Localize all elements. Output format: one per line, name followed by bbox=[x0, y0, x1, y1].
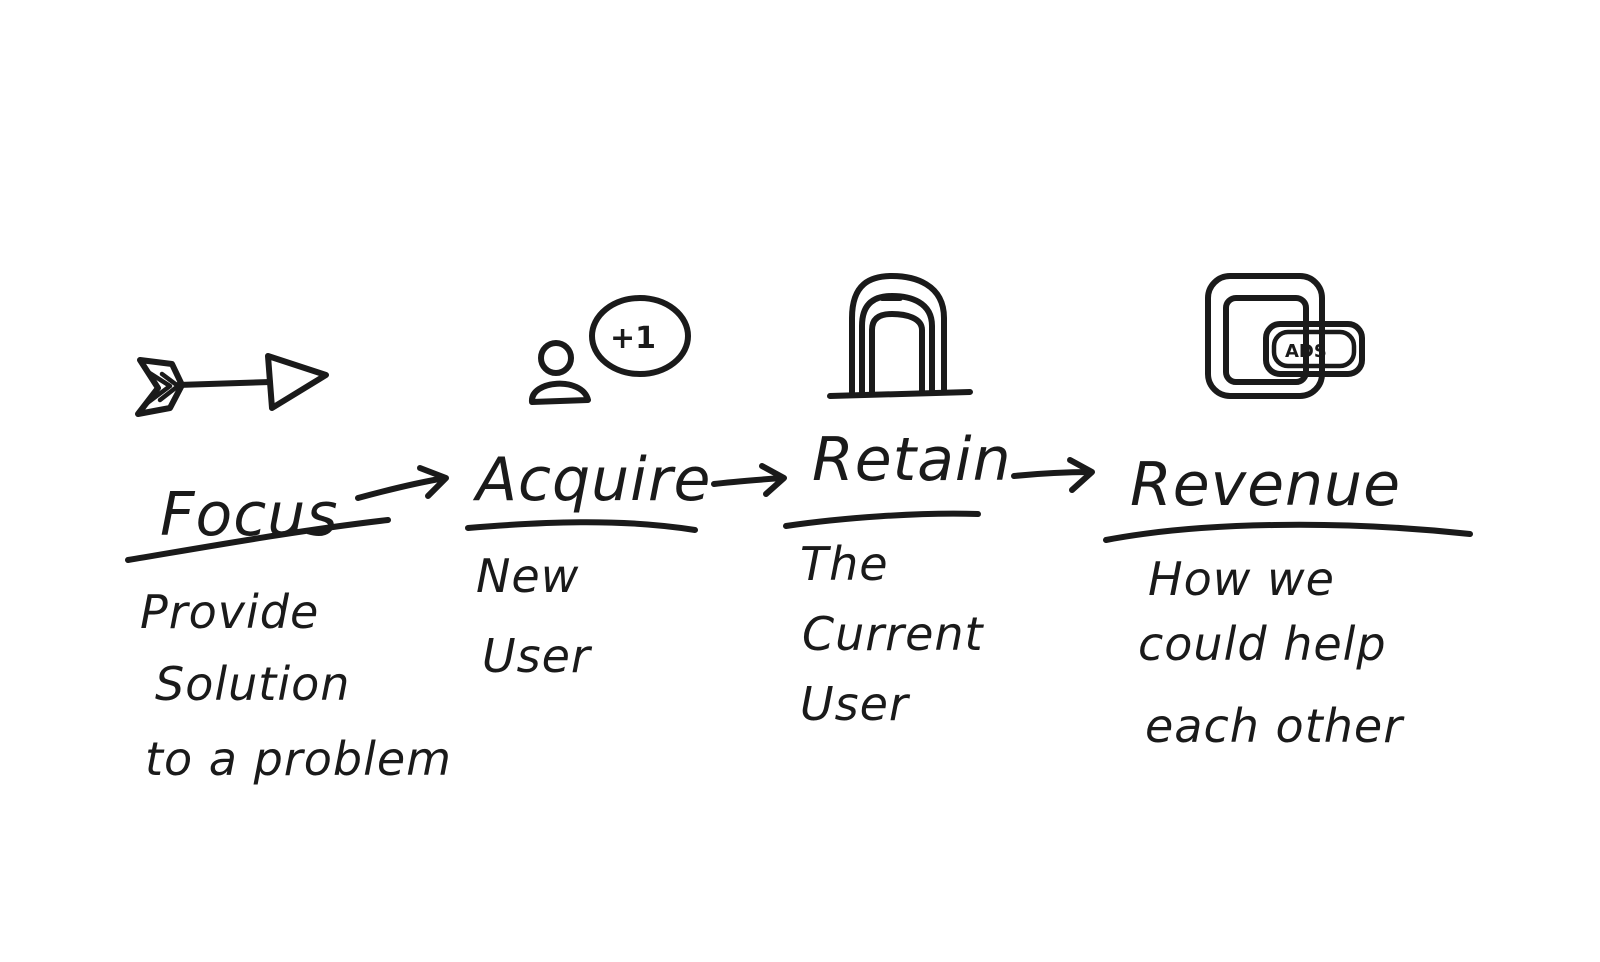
stage-description-line: each other bbox=[1145, 699, 1405, 753]
flow-arrow-icon bbox=[1011, 457, 1095, 493]
stage-underline bbox=[125, 517, 391, 563]
stage-focus: Focus Provide Solution to a problem bbox=[125, 353, 452, 786]
stage-description-line: The bbox=[800, 537, 889, 591]
stage-description-line: How we bbox=[1148, 552, 1335, 606]
stage-underline bbox=[1103, 521, 1473, 543]
stage-underline bbox=[783, 510, 981, 529]
stage-description-line: Current bbox=[802, 607, 985, 661]
stage-title: Revenue bbox=[1130, 450, 1401, 520]
arrow-icon bbox=[135, 353, 329, 417]
stage-description-line: to a problem bbox=[145, 732, 452, 786]
ads-screen-icon: ADS bbox=[1205, 273, 1365, 399]
flow-arrow-icon bbox=[355, 465, 449, 501]
ads-badge: ADS bbox=[1285, 341, 1327, 362]
stage-acquire: +1 Acquire New User bbox=[465, 295, 711, 683]
stage-description-line: could help bbox=[1138, 617, 1387, 671]
stage-description-line: User bbox=[482, 629, 593, 683]
stage-description-line: New bbox=[476, 549, 579, 603]
stage-title: Retain bbox=[812, 425, 1012, 495]
flow-arrow-icon bbox=[711, 463, 787, 497]
magnet-icon bbox=[827, 273, 973, 399]
stage-underline bbox=[465, 519, 698, 533]
stage-title: Acquire bbox=[472, 445, 711, 515]
stage-description-line: Provide bbox=[140, 585, 319, 639]
plus-one-badge: +1 bbox=[610, 321, 656, 356]
stage-description-line: Solution bbox=[155, 657, 350, 711]
stage-description-line: User bbox=[800, 677, 911, 731]
stage-revenue: ADS Revenue How we could help each other bbox=[1103, 273, 1473, 753]
user-plus-one-icon: +1 bbox=[529, 295, 691, 405]
stage-retain: Retain The Current User bbox=[783, 273, 1012, 731]
